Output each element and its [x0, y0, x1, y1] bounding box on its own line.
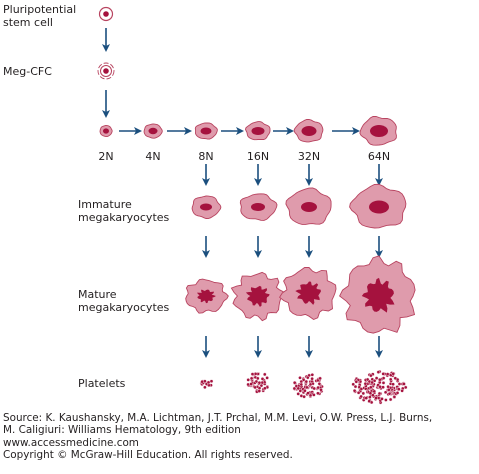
ploidy-label-4n: 4N	[145, 150, 161, 163]
meg-cfc-label: Meg-CFC	[3, 65, 52, 78]
mature-cell-32n-nucleus	[295, 281, 321, 305]
immature-label-line2: megakaryocytes	[78, 211, 170, 224]
platelets-label: Platelets	[78, 377, 126, 390]
mature-cell-64n-nucleus	[361, 277, 395, 313]
ploidy-label-16n: 16N	[246, 150, 270, 163]
immature-cell-64n-nucleus	[369, 200, 389, 214]
platelets-64n	[351, 369, 408, 405]
immature-cell-8n	[191, 195, 222, 220]
cell-64n	[359, 116, 397, 146]
stem-cell-label-line2: stem cell	[3, 16, 53, 29]
immature-cell-32n-nucleus	[301, 202, 317, 212]
mature-cell-8n-nucleus	[197, 289, 216, 304]
cell-2n	[99, 125, 113, 138]
cell-16n-nucleus	[251, 127, 265, 135]
copyright-notice: Copyright © McGraw-Hill Education. All r…	[3, 449, 293, 462]
immature-cell-64n	[349, 183, 407, 229]
immature-cell-32n	[285, 187, 332, 225]
platelets-32n	[292, 372, 324, 399]
cell-2n-nucleus	[103, 128, 109, 134]
immature-megakaryocytes-label: Immature megakaryocytes	[78, 198, 169, 224]
ploidy-label-8n: 8N	[198, 150, 214, 163]
mature-cell-32n	[279, 267, 337, 321]
immature-cell-16n-nucleus	[251, 203, 265, 211]
stem-cell-label-line1: Pluripotential	[3, 3, 77, 16]
ploidy-label-64n: 64N	[367, 150, 391, 163]
stem-cell	[98, 6, 114, 22]
ploidy-label-2n: 2N	[98, 150, 114, 163]
source-url: www.accessmedicine.com	[3, 436, 139, 449]
mature-cell-16n-nucleus	[245, 285, 270, 307]
source-line-2: M. Caligiuri: Williams Hematology, 9th e…	[3, 424, 241, 437]
cell-8n	[194, 122, 218, 140]
immature-cell-16n	[239, 193, 278, 221]
immature-cell-8n-nucleus	[200, 203, 212, 211]
platelets-8n	[199, 379, 214, 390]
cell-32n-nucleus	[301, 126, 317, 136]
mature-cell-8n	[185, 278, 229, 314]
cell-4n	[143, 123, 163, 139]
source-line-1: Source: K. Kaushansky, M.A. Lichtman, J.…	[3, 412, 433, 424]
meg-cfc-cell	[97, 62, 115, 80]
mature-cell-16n	[230, 271, 285, 322]
immature-label-line1: Immature	[78, 198, 132, 211]
mature-megakaryocytes-label: Mature megakaryocytes	[78, 288, 169, 314]
cell-32n	[293, 118, 324, 143]
cell-4n-nucleus	[148, 127, 158, 135]
platelets-16n	[246, 372, 270, 394]
mature-cell-64n	[339, 255, 416, 334]
cell-64n-nucleus	[370, 125, 388, 137]
cell-16n	[245, 121, 271, 141]
stem-cell-label: Pluripotential stem cell	[3, 3, 76, 29]
mature-label-line2: megakaryocytes	[78, 301, 170, 314]
ploidy-label-32n: 32N	[297, 150, 321, 163]
cell-8n-nucleus	[200, 127, 212, 135]
mature-label-line1: Mature	[78, 288, 117, 301]
source-citation: Source: K. Kaushansky, M.A. Lichtman, J.…	[3, 412, 477, 462]
